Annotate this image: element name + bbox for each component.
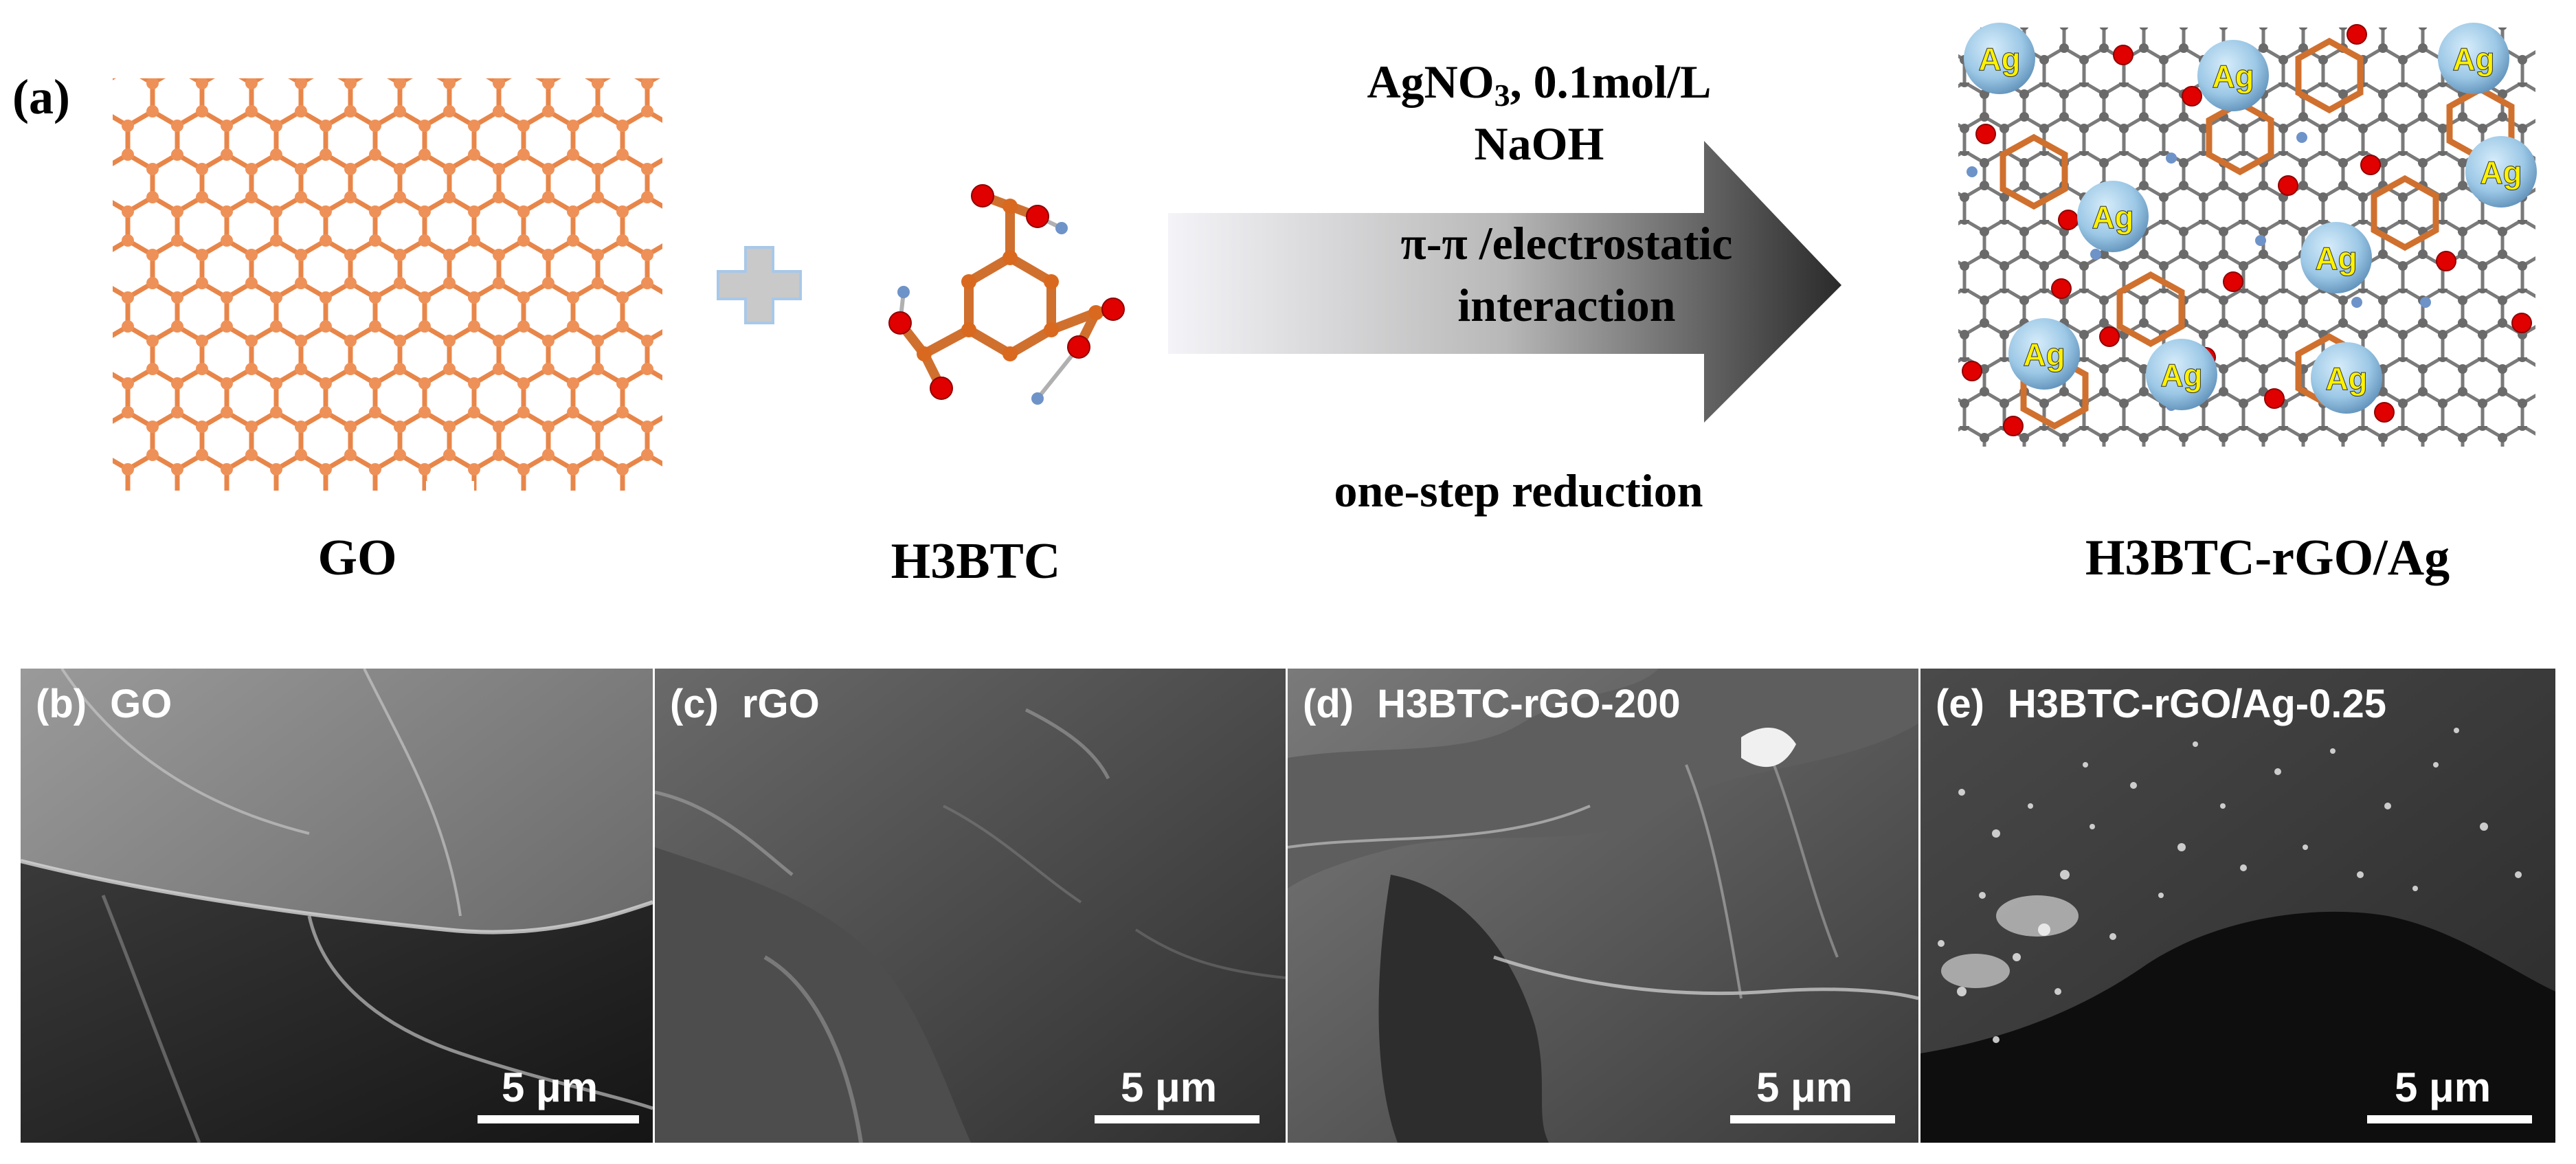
ag-label-9: Ag xyxy=(2325,361,2367,396)
sem-panel-go: (b)GO 5 μm xyxy=(21,669,653,1143)
scale-text-h3btc-rgo-ag: 5 μm xyxy=(2395,1064,2491,1110)
sem-image-rgo xyxy=(655,669,1286,1143)
plus-sign-icon xyxy=(717,246,802,324)
sem-image-h3btc-rgo-200 xyxy=(1288,669,1918,1143)
sem-label-rgo: (c)rGO xyxy=(670,682,820,726)
ag-label-7: Ag xyxy=(2023,337,2065,372)
sem-image-h3btc-rgo-ag xyxy=(1920,669,2555,1143)
sem-panel-h3btc-rgo-200: (d)H3BTC-rGO-200 5 μm xyxy=(1288,669,1918,1143)
ag-particles xyxy=(1964,23,2537,414)
scale-bar-h3btc-rgo-ag xyxy=(2367,1115,2532,1123)
sem-panel-rgo: (c)rGO 5 μm xyxy=(655,669,1286,1143)
ag-label-6: Ag xyxy=(2315,240,2357,276)
scale-text-rgo: 5 μm xyxy=(1121,1064,1218,1110)
scale-bar-go xyxy=(478,1115,639,1123)
ag-label-4: Ag xyxy=(2480,155,2522,190)
h3btc-label: H3BTC xyxy=(891,533,1061,590)
scale-text-h3btc-rgo-200: 5 μm xyxy=(1756,1064,1853,1110)
sem-panel-h3btc-rgo-ag: (e)H3BTC-rGO/Ag-0.25 5 μm xyxy=(1920,669,2555,1143)
product-label: H3BTC-rGO/Ag xyxy=(2085,530,2450,586)
sem-label-go: (b)GO xyxy=(36,682,172,726)
go-sheet-structure xyxy=(113,78,662,508)
ag-label-8: Ag xyxy=(2160,357,2202,393)
h3btc-rgo-ag-composite: Ag Ag Ag Ag Ag Ag Ag Ag Ag xyxy=(1958,23,2537,447)
sem-image-go xyxy=(21,669,653,1143)
sem-label-h3btc-rgo-ag: (e)H3BTC-rGO/Ag-0.25 xyxy=(1936,682,2386,726)
h3btc-molecule xyxy=(888,184,1125,405)
interaction-line-2: interaction xyxy=(1457,279,1676,331)
reagent-line-2: NaOH xyxy=(1474,117,1604,170)
ag-label-3: Ag xyxy=(2452,41,2494,77)
scale-text-go: 5 μm xyxy=(502,1064,598,1110)
ag-label-2: Ag xyxy=(2212,58,2254,94)
reduction-label: one-step reduction xyxy=(1334,465,1703,517)
panel-a-label: (a) xyxy=(12,69,70,124)
scale-bar-rgo xyxy=(1095,1115,1259,1123)
ag-label-5: Ag xyxy=(2092,199,2133,235)
reaction-arrow xyxy=(1168,141,1841,423)
reagent-line-1: AgNO3, 0.1mol/L xyxy=(1367,56,1712,113)
go-label: GO xyxy=(317,530,397,586)
interaction-line-1: π-π /electrostatic xyxy=(1400,217,1733,269)
sem-label-h3btc-rgo-200: (d)H3BTC-rGO-200 xyxy=(1303,682,1681,726)
scale-bar-h3btc-rgo-200 xyxy=(1730,1115,1895,1123)
ag-label-1: Ag xyxy=(1978,41,2020,77)
